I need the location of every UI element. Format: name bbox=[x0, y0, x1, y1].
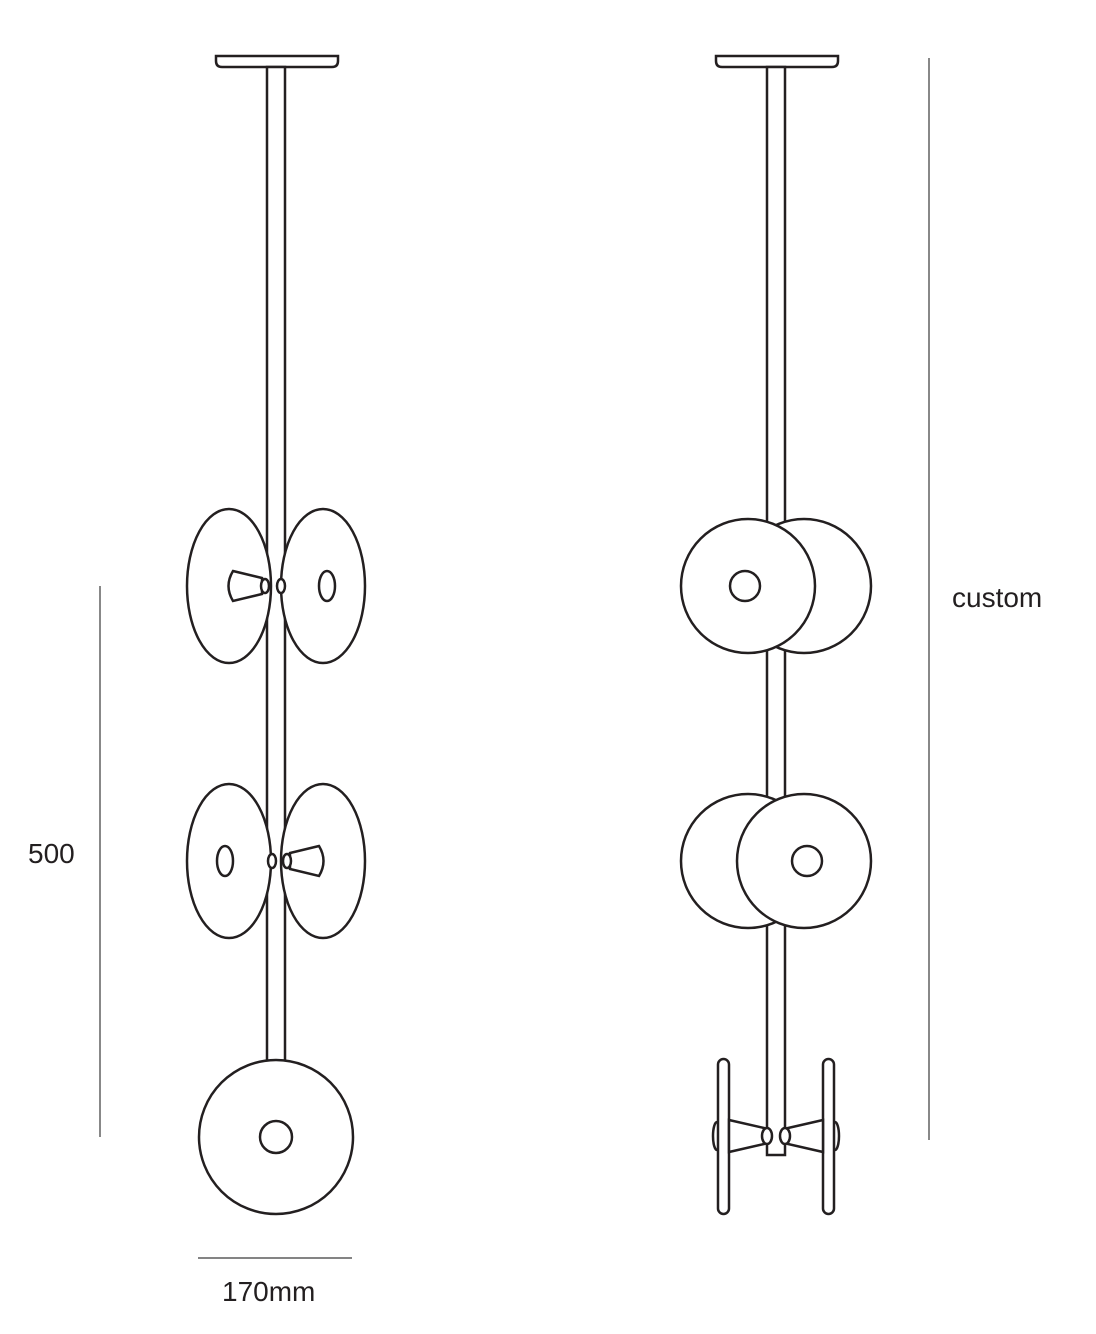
side-lower-diffuser bbox=[790, 844, 824, 878]
front-upper-left-socket bbox=[227, 569, 264, 603]
side-bottom-right-socket bbox=[786, 1118, 825, 1154]
front-lower-left-bulb bbox=[266, 852, 278, 870]
side-lower-shades bbox=[679, 792, 873, 930]
side-view bbox=[679, 54, 873, 1216]
side-bottom-left-bulb bbox=[760, 1126, 774, 1146]
front-lower-shades bbox=[185, 782, 367, 940]
side-bottom-right-shade bbox=[821, 1057, 836, 1216]
front-lower-right-socket bbox=[288, 844, 325, 878]
front-upper-right-bulb bbox=[275, 577, 287, 595]
front-upper-right-diffuser bbox=[317, 569, 337, 603]
dimension-lines bbox=[99, 58, 930, 1259]
front-upper-shades bbox=[185, 507, 367, 665]
front-bottom-diffuser bbox=[258, 1119, 294, 1155]
front-lower-left-diffuser bbox=[215, 844, 235, 878]
front-lower-right-bulb bbox=[281, 852, 293, 870]
side-bottom-left-socket bbox=[727, 1118, 766, 1154]
width-dimension-label: 170mm bbox=[222, 1276, 316, 1307]
side-bottom-shades bbox=[711, 1057, 841, 1216]
side-ceiling-canopy bbox=[714, 54, 840, 69]
overall-length-label: custom bbox=[952, 582, 1043, 613]
front-bottom-shade bbox=[197, 1058, 355, 1216]
height-dimension-label: 500 bbox=[28, 838, 75, 869]
front-ceiling-canopy bbox=[214, 54, 340, 69]
side-upper-diffuser bbox=[728, 569, 762, 603]
front-upper-left-bulb bbox=[259, 577, 271, 595]
side-bottom-left-shade bbox=[716, 1057, 731, 1216]
side-upper-shades bbox=[679, 517, 873, 655]
side-bottom-right-bulb bbox=[778, 1126, 792, 1146]
front-view bbox=[185, 54, 367, 1216]
